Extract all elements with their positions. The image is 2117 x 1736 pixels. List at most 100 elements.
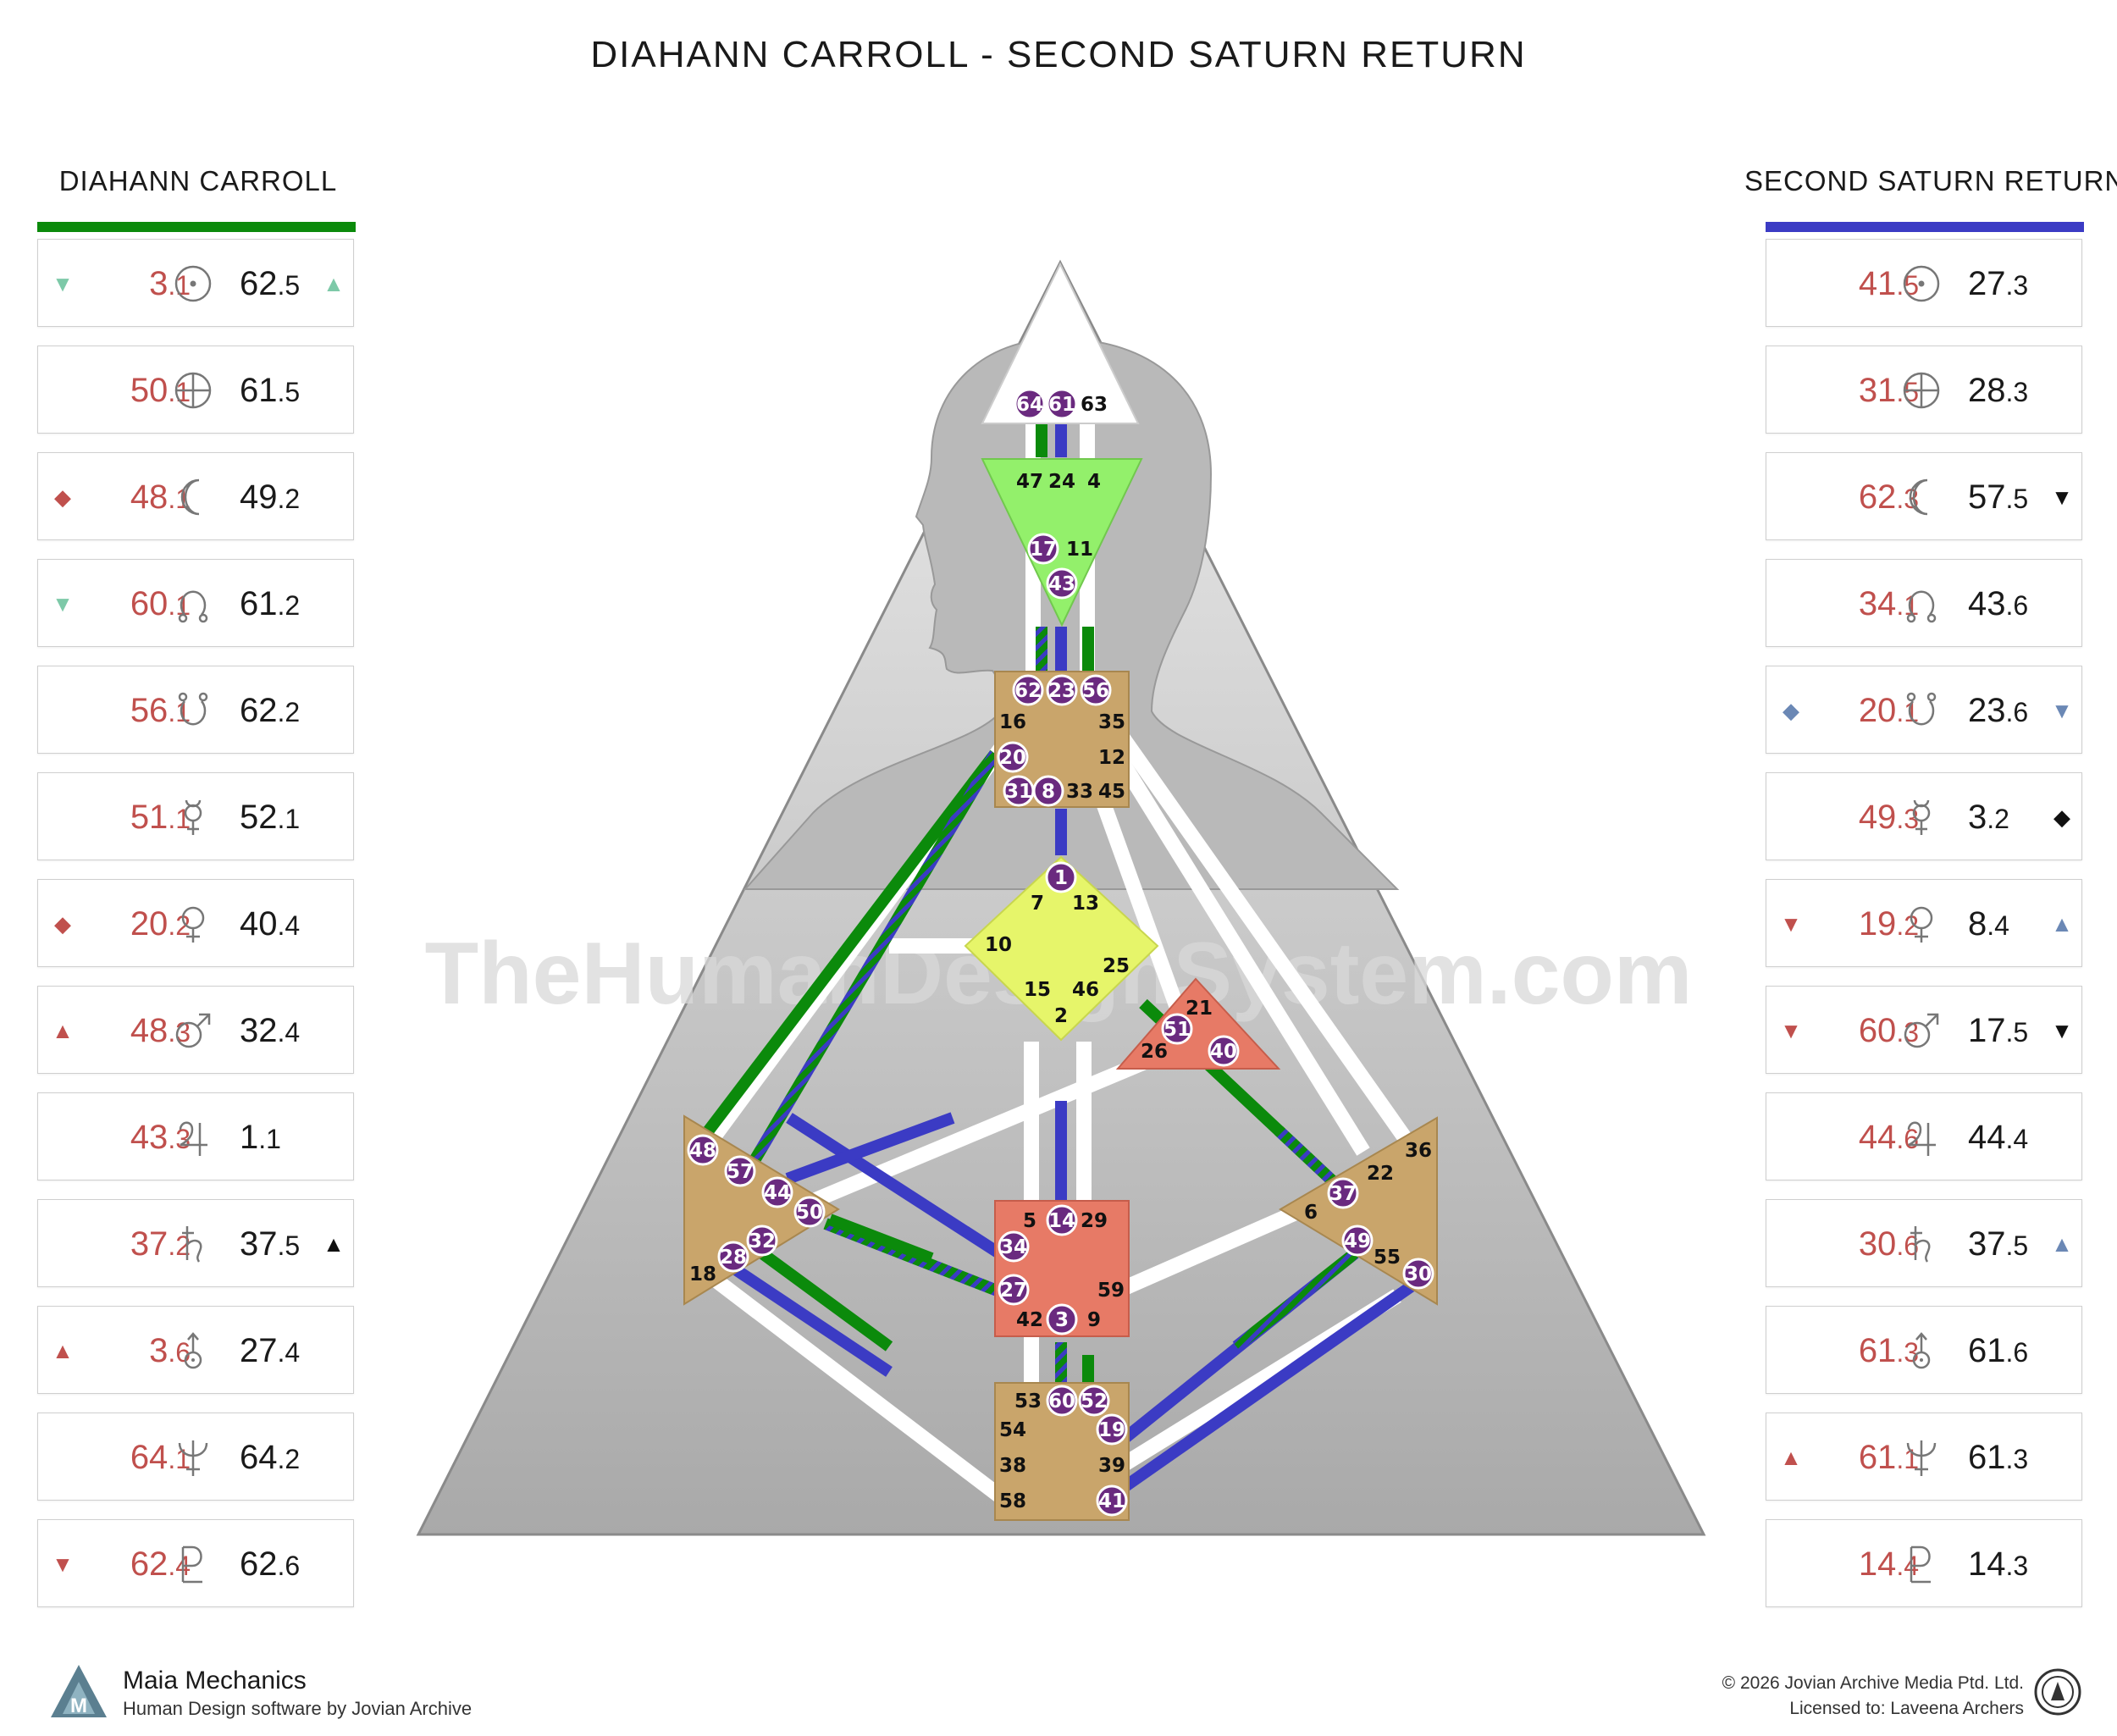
design-gate: 56.1: [130, 692, 191, 729]
north-node-icon: [1906, 590, 1937, 623]
design-gate: 20.1: [1858, 692, 1919, 729]
gate-24: 24: [1048, 471, 1075, 493]
earth-icon: [174, 372, 212, 409]
design-gate: 48.1: [130, 478, 191, 516]
gate-4: 4: [1087, 471, 1101, 493]
venus-icon: [181, 906, 205, 943]
gate-63: 63: [1081, 394, 1108, 416]
left-accent-bar: [37, 222, 356, 232]
gate-number: 36: [1405, 1140, 1432, 1162]
neptune-icon: [1906, 1440, 1937, 1476]
left-marker: ▲: [52, 1338, 74, 1363]
design-gate: 34.1: [1858, 585, 1919, 622]
mercury-icon: [184, 799, 202, 835]
gate-number: 6: [1304, 1202, 1318, 1224]
gate-12: 12: [1098, 747, 1125, 769]
gate-number: 39: [1098, 1455, 1125, 1477]
design-gate: 44.6: [1858, 1119, 1919, 1156]
gate-number: 28: [720, 1247, 747, 1269]
gate-number: 45: [1098, 781, 1125, 803]
gate-number: 50: [796, 1202, 823, 1224]
right-marker: ◆: [2053, 804, 2070, 830]
gate-number: 15: [1024, 979, 1051, 1001]
gate-27: 27: [998, 1274, 1030, 1306]
gate-16: 16: [999, 711, 1026, 733]
personality-gate: 62.5: [240, 265, 301, 302]
left-marker: ◆: [54, 484, 71, 510]
gate-47: 47: [1016, 471, 1043, 493]
gate-28: 28: [717, 1241, 749, 1273]
right-marker: [321, 1307, 346, 1395]
gate-number: 43: [1048, 573, 1075, 595]
sun-icon: [174, 265, 212, 302]
right-marker: ▼: [2051, 698, 2073, 723]
right-marker: [2049, 1307, 2075, 1395]
gate-number: 4: [1087, 471, 1101, 493]
footer-brand: Maia Mechanics: [123, 1667, 307, 1695]
gate-8: 8: [1032, 775, 1064, 807]
right-marker: [321, 666, 346, 755]
uranus-icon: [184, 1332, 202, 1369]
personality-gate: 61.2: [240, 585, 301, 622]
gate-number: 7: [1031, 893, 1044, 915]
gate-25: 25: [1103, 955, 1130, 977]
gate-50: 50: [793, 1196, 826, 1228]
gate-46: 46: [1072, 979, 1099, 1001]
gate-number: 34: [1000, 1236, 1027, 1258]
right-marker: ▼: [2051, 1018, 2073, 1043]
personality-gate: 64.2: [240, 1439, 301, 1476]
left-marker: ▼: [52, 591, 74, 616]
design-gate: 60.1: [130, 585, 191, 622]
gate-21: 21: [1186, 998, 1213, 1020]
gate-35: 35: [1098, 711, 1125, 733]
personality-gate: 52.1: [240, 799, 301, 836]
personality-gate: 27.4: [240, 1332, 301, 1369]
gate-43: 43: [1046, 567, 1078, 600]
right-accent-bar: [1766, 222, 2084, 232]
personality-gate: 3.2: [1968, 799, 2009, 836]
gate-7: 7: [1031, 893, 1044, 915]
gate-22: 22: [1367, 1163, 1394, 1185]
gate-10: 10: [985, 934, 1012, 956]
gate-number: 22: [1367, 1163, 1394, 1185]
right-marker: [321, 987, 346, 1075]
gate-20: 20: [997, 741, 1029, 773]
neptune-icon: [178, 1440, 208, 1476]
gate-36: 36: [1405, 1140, 1432, 1162]
gate-number: 20: [999, 747, 1026, 769]
personality-gate: 61.3: [1968, 1439, 2029, 1476]
right-marker: [2049, 1093, 2075, 1181]
personality-gate: 49.2: [240, 478, 301, 516]
left-marker: ▲: [1780, 1445, 1802, 1470]
moon-icon: [180, 478, 200, 516]
saturn-icon: [182, 1226, 202, 1263]
gate-number: 30: [1405, 1263, 1432, 1285]
pluto-icon: [181, 1545, 202, 1584]
left-marker: ◆: [54, 911, 71, 937]
gate-number: 12: [1098, 747, 1125, 769]
left-planet-row: ▼ 60.1 61.2: [37, 559, 354, 647]
gate-number: 40: [1210, 1041, 1237, 1063]
gate-29: 29: [1081, 1210, 1108, 1232]
gate-number: 13: [1072, 893, 1099, 915]
right-marker: ▼: [2051, 484, 2073, 510]
gate-number: 52: [1081, 1390, 1108, 1413]
gate-number: 25: [1103, 955, 1130, 977]
personality-gate: 61.6: [1968, 1332, 2029, 1369]
gate-number: 2: [1054, 1005, 1068, 1027]
personality-gate: 44.4: [1968, 1119, 2029, 1156]
gate-number: 46: [1072, 979, 1099, 1001]
design-gate: 62.4: [130, 1545, 191, 1583]
gate-6: 6: [1304, 1202, 1318, 1224]
gate-number: 31: [1005, 781, 1032, 803]
